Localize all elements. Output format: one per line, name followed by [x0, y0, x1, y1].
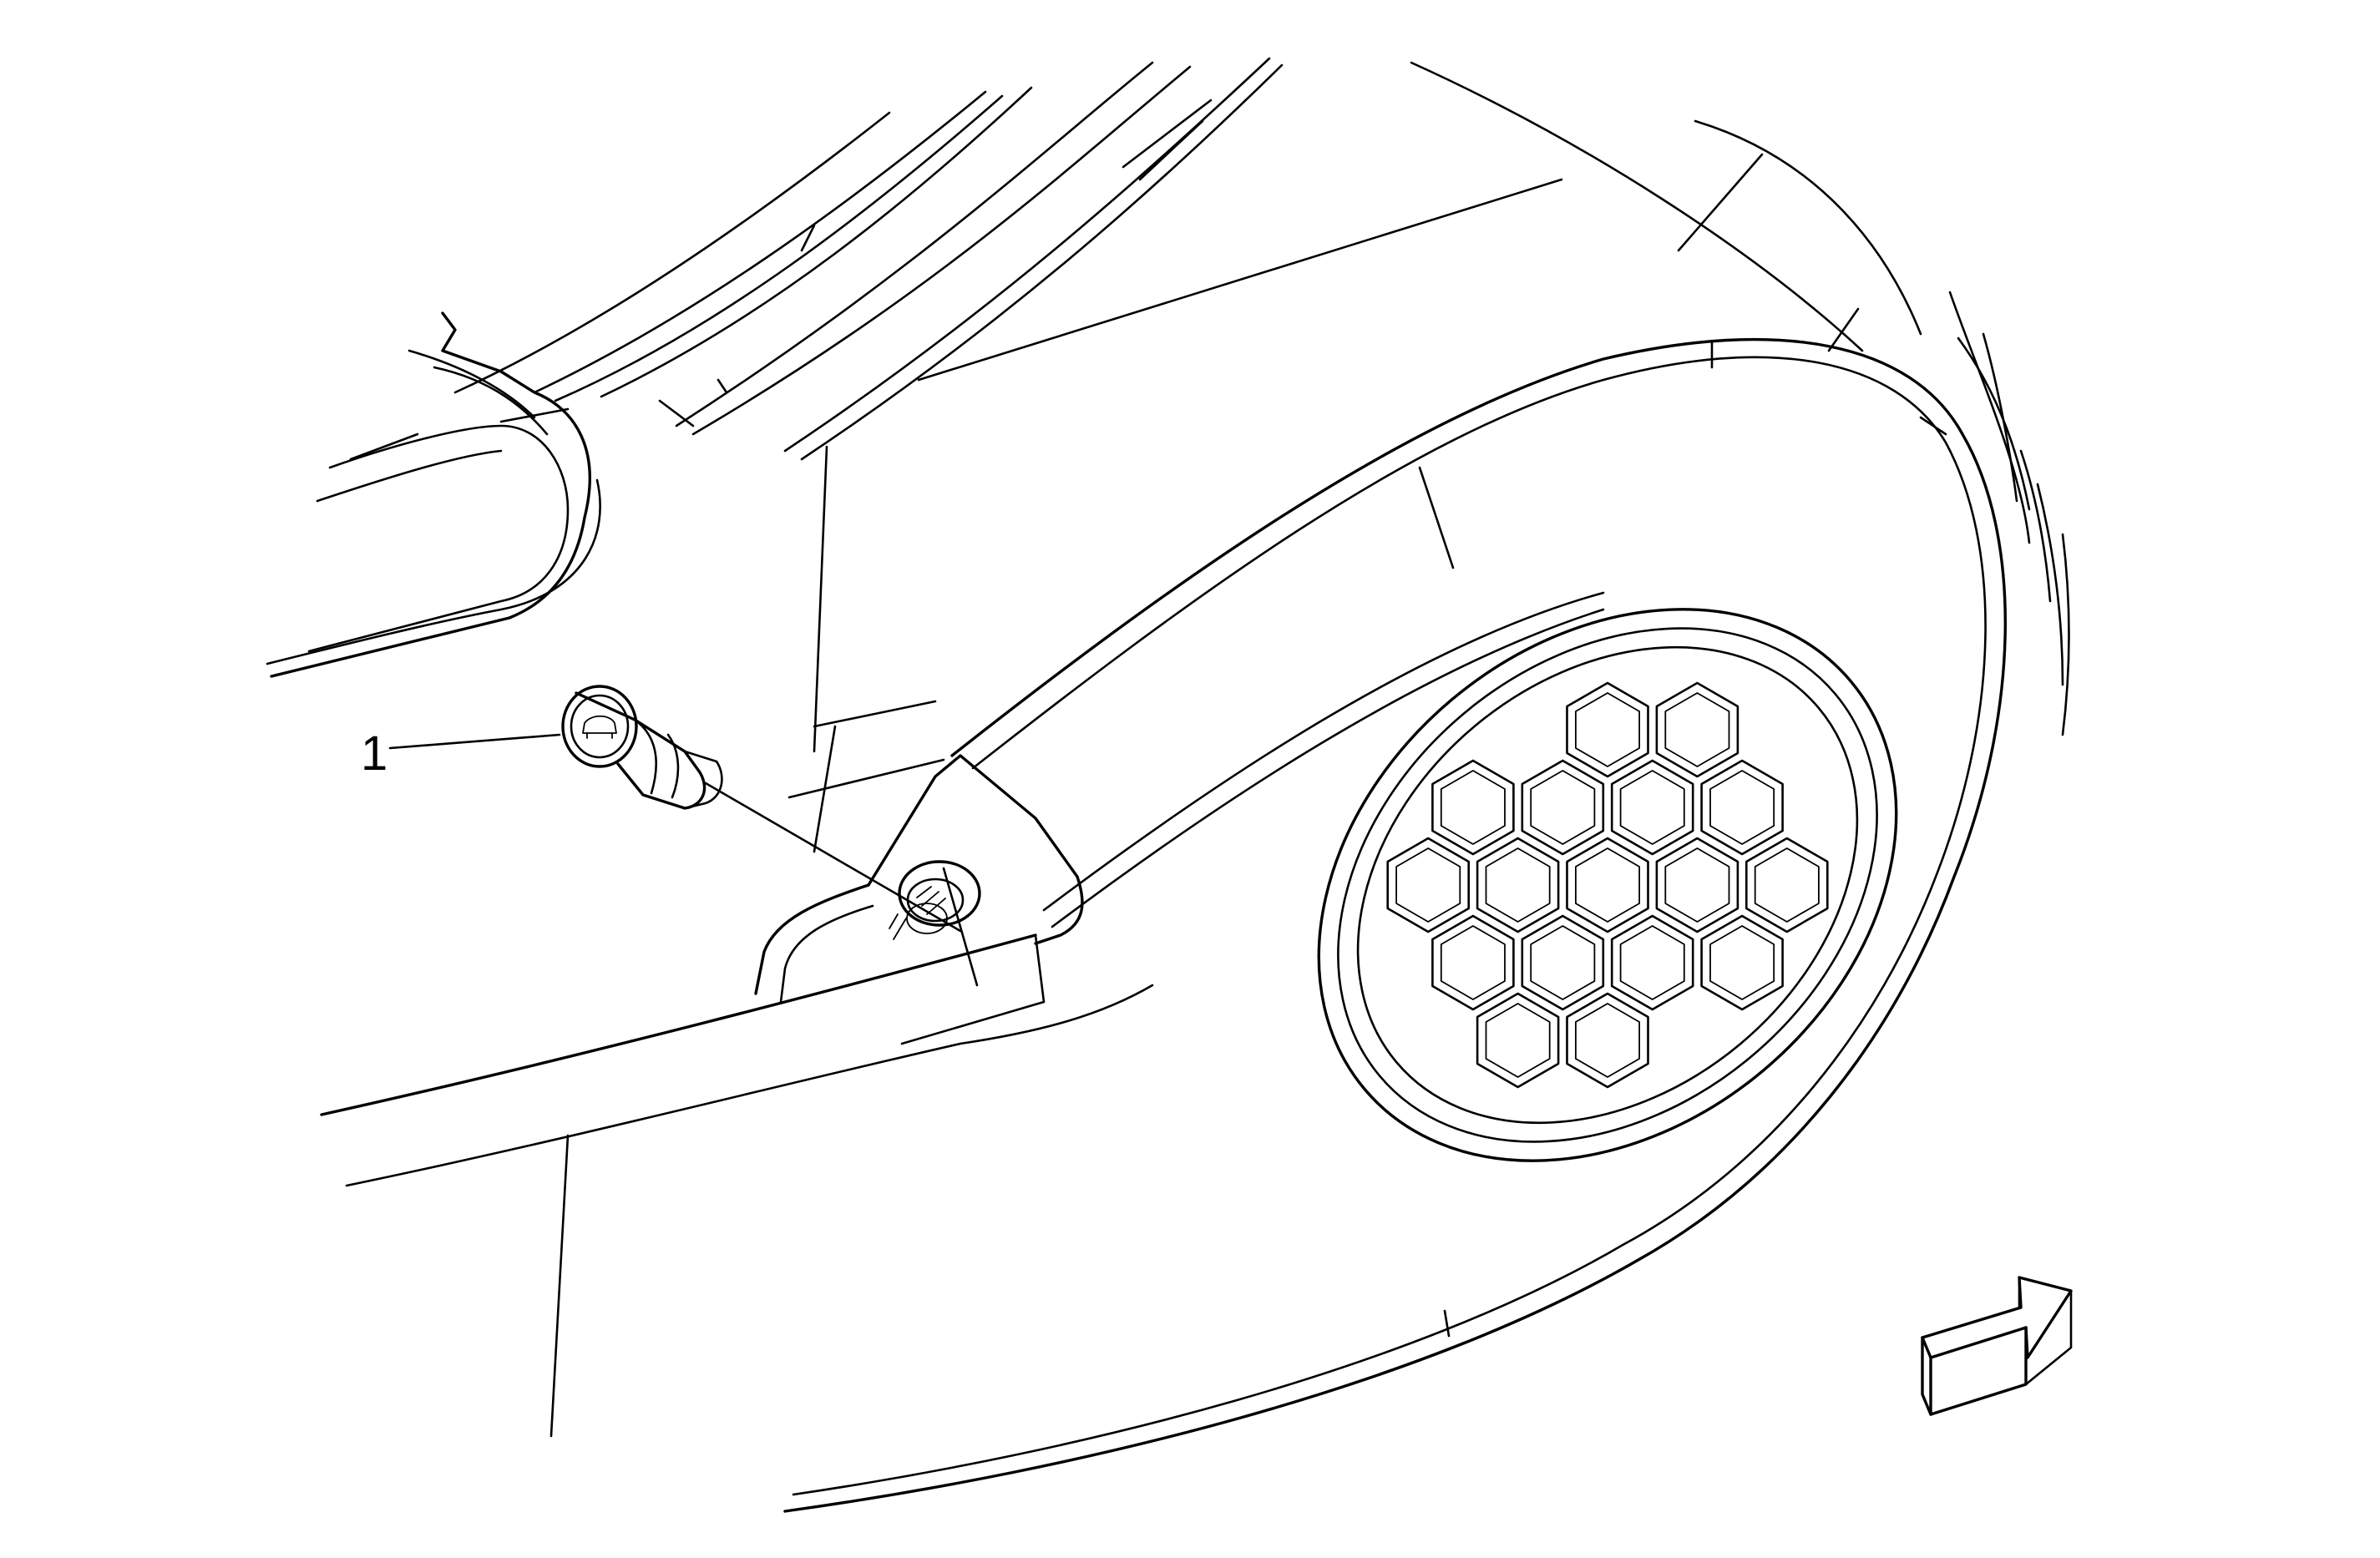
- hex-cell-inner: [1619, 925, 1685, 1000]
- hex-cell-inner: [1664, 847, 1730, 923]
- hex-cell-inner: [1619, 770, 1685, 845]
- hex-cell: [1431, 759, 1515, 856]
- hex-cell-inner: [1575, 692, 1640, 767]
- hex-cell: [1610, 759, 1694, 856]
- hex-cell-inner: [1530, 925, 1596, 1000]
- lock-cylinder-boss: [754, 754, 1084, 1004]
- hex-cell-inner: [1709, 925, 1775, 1000]
- hex-cell: [1521, 914, 1605, 1011]
- hex-cell-inner: [1754, 847, 1820, 923]
- direction-arrow-icon: [1921, 1276, 2073, 1416]
- callout-1-label: 1: [361, 726, 387, 781]
- hex-cell: [1700, 914, 1784, 1011]
- hex-cell: [1566, 837, 1649, 933]
- hex-cell-inner: [1440, 925, 1506, 1000]
- headlamp-trim: [266, 311, 601, 678]
- hex-cell-inner: [1485, 847, 1551, 923]
- hex-cell: [1655, 681, 1739, 778]
- hex-cell: [1431, 914, 1515, 1011]
- hex-cell-inner: [1664, 692, 1730, 767]
- lower-bumper-fascia: [320, 867, 1154, 1438]
- hex-cell-inner: [1575, 847, 1640, 923]
- callout-leader: [388, 733, 962, 933]
- hex-cell: [1386, 837, 1470, 933]
- hex-cell: [1610, 914, 1694, 1011]
- hood-outline: [453, 57, 1284, 461]
- hex-grille-cells: [1386, 681, 1829, 1089]
- hex-cell: [1566, 681, 1649, 778]
- hex-cell-inner: [1575, 1003, 1640, 1078]
- hex-grille: [1317, 608, 1898, 1162]
- hex-cell-inner: [1440, 770, 1506, 845]
- hex-cell: [1700, 759, 1784, 856]
- hex-cell: [1566, 992, 1649, 1089]
- hex-cell: [1745, 837, 1829, 933]
- hex-cell: [1476, 992, 1560, 1089]
- hex-cell: [1521, 759, 1605, 856]
- hex-cell: [1655, 837, 1739, 933]
- hex-cell-inner: [1709, 770, 1775, 845]
- hex-cell-inner: [1395, 847, 1461, 923]
- hex-cell: [1476, 837, 1560, 933]
- hex-cell-inner: [1485, 1003, 1551, 1078]
- hex-cell-inner: [1530, 770, 1596, 845]
- fender-panel: [787, 61, 2070, 853]
- lock-cylinder-icon: [561, 685, 723, 810]
- grille-surround: [783, 337, 2007, 1513]
